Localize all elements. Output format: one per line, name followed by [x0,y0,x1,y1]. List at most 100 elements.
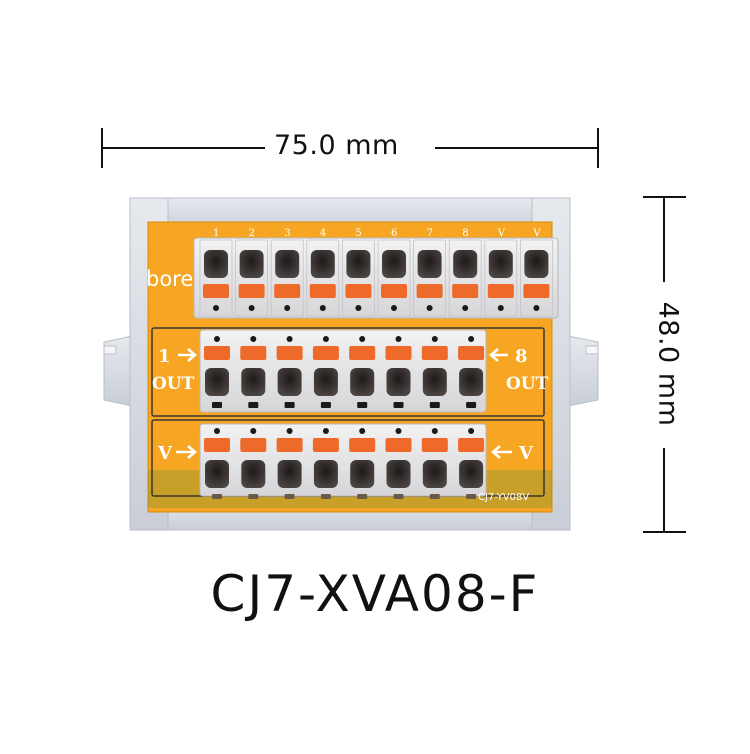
release-lever[interactable] [309,284,336,298]
wire-entry-hole[interactable] [417,250,442,278]
wire-entry-hole[interactable] [239,250,264,278]
release-lever[interactable] [452,284,479,298]
release-lever[interactable] [416,284,443,298]
wire-entry-hole[interactable] [313,460,338,488]
release-lever[interactable] [458,438,485,452]
top-terminal[interactable] [235,239,269,317]
common-terminal[interactable] [312,428,339,499]
output-terminal[interactable] [458,336,485,408]
wire-entry-hole[interactable] [241,368,266,396]
top-pin-label: 5 [355,228,361,239]
top-pin-label: 7 [427,228,433,239]
wire-entry-hole[interactable] [459,460,484,488]
height-dimension [643,196,686,533]
top-terminal[interactable] [448,239,482,317]
release-lever[interactable] [349,438,376,452]
release-lever[interactable] [421,438,448,452]
output-terminal[interactable] [349,336,376,408]
release-lever[interactable] [276,346,303,360]
top-terminal[interactable] [520,239,553,317]
test-point [395,428,402,434]
release-lever[interactable] [458,346,485,360]
output-terminal[interactable] [276,336,303,408]
top-terminal[interactable] [341,239,375,317]
release-lever[interactable] [276,438,303,452]
test-point [284,305,291,311]
wire-entry-hole[interactable] [459,368,484,396]
release-lever[interactable] [274,284,301,298]
output-terminal[interactable] [421,336,448,408]
top-terminal[interactable] [413,239,447,317]
release-lever[interactable] [523,284,550,298]
common-terminal[interactable] [204,428,230,499]
top-terminal[interactable] [306,239,340,317]
output-terminal[interactable] [312,336,339,408]
release-lever[interactable] [204,346,230,360]
release-lever[interactable] [204,438,230,452]
wire-entry-hole[interactable] [277,368,302,396]
common-terminal[interactable] [421,428,448,499]
common-terminal[interactable] [240,428,267,499]
wire-entry-hole[interactable] [488,250,513,278]
wire-entry-hole[interactable] [524,250,549,278]
release-lever[interactable] [349,346,376,360]
common-terminal[interactable] [349,428,376,499]
wire-entry-hole[interactable] [386,460,411,488]
output-terminal[interactable] [204,336,230,408]
wire-entry-hole[interactable] [277,460,302,488]
contact-slot [284,402,295,408]
wire-entry-hole[interactable] [205,460,229,488]
wire-entry-hole[interactable] [241,460,266,488]
wire-entry-hole[interactable] [453,250,478,278]
test-point [431,428,438,434]
release-lever[interactable] [381,284,407,298]
wire-entry-hole[interactable] [346,250,371,278]
wire-entry-hole[interactable] [205,368,229,396]
wire-entry-hole[interactable] [382,250,406,278]
contact-slot [357,494,368,499]
common-terminal[interactable] [276,428,303,499]
wire-entry-hole[interactable] [313,368,338,396]
top-pin-label: 2 [249,228,255,239]
wire-entry-hole[interactable] [422,368,447,396]
top-terminal[interactable] [199,239,233,317]
top-terminal[interactable] [270,239,304,317]
release-lever[interactable] [345,284,372,298]
common-terminal[interactable] [385,428,412,499]
wire-entry-hole[interactable] [350,368,375,396]
release-lever[interactable] [312,438,339,452]
wire-entry-hole[interactable] [275,250,300,278]
height-dimension-label: 48.0 mm [652,301,684,427]
test-point [319,305,326,311]
release-lever[interactable] [240,438,267,452]
release-lever[interactable] [240,346,267,360]
release-lever[interactable] [421,346,448,360]
top-terminal[interactable] [484,239,518,317]
wire-entry-hole[interactable] [386,368,411,396]
test-point [533,305,540,311]
contact-slot [466,494,477,499]
test-point [322,428,329,434]
top-terminal[interactable] [377,239,411,317]
test-point [322,336,329,342]
wire-entry-hole[interactable] [310,250,335,278]
release-lever[interactable] [487,284,514,298]
output-end-number: 8 [515,346,528,367]
release-lever[interactable] [312,346,339,360]
common-terminal[interactable] [458,428,485,499]
output-terminal[interactable] [240,336,267,408]
release-lever[interactable] [385,438,412,452]
wire-entry-hole[interactable] [422,460,447,488]
release-lever[interactable] [238,284,265,298]
output-terminal[interactable] [385,336,412,408]
release-lever[interactable] [203,284,229,298]
test-point [468,336,475,342]
test-point [359,428,366,434]
release-lever[interactable] [385,346,412,360]
wire-entry-hole[interactable] [350,460,375,488]
top-pin-label: 4 [320,228,326,239]
contact-slot [320,494,331,499]
wire-entry-hole[interactable] [204,250,228,278]
